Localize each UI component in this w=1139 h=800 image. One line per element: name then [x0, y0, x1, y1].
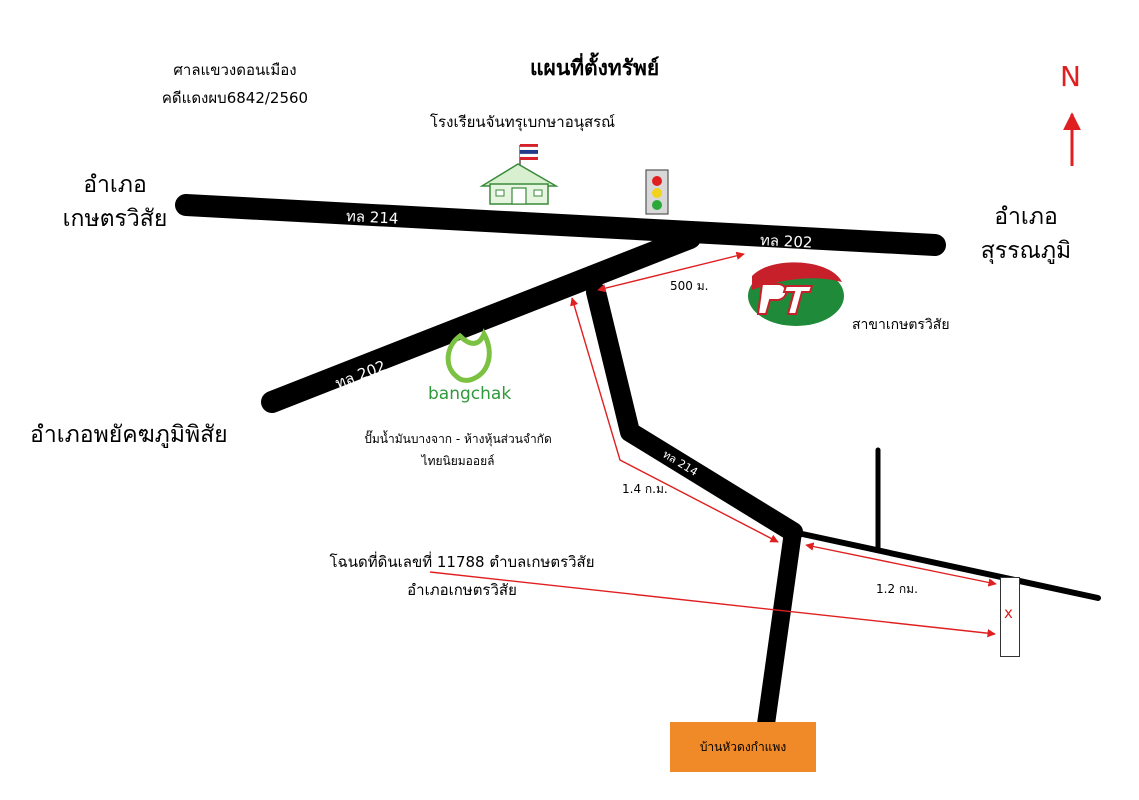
district-right-line1: อำเภอ	[994, 204, 1058, 230]
gas-station-label: ปั๊มน้ำมันบางจาก - ห้างหุ้นส่วนจำกัด ไทย…	[338, 428, 578, 472]
site-x-mark: x	[1004, 604, 1013, 622]
court-info: ศาลแขวงดอนเมือง คดีแดงผบ6842/2560	[140, 56, 330, 112]
traffic-light-icon	[645, 169, 669, 215]
title-deed-line1: โฉนดที่ดินเลขที่ 11788 ตำบลเกษตรวิสัย	[329, 553, 595, 571]
road-east-site	[790, 529, 1101, 601]
distance-1400-label: 1.4 ก.ม.	[622, 482, 668, 496]
district-left: อำเภอ เกษตรวิสัย	[40, 168, 190, 236]
branch-label: สาขาเกษตรวิสัย	[852, 317, 950, 333]
court-name: ศาลแขวงดอนเมือง	[173, 61, 297, 79]
district-south: อำเภอพยัคฆภูมิพิสัย	[30, 422, 228, 448]
district-right-line2: สุรรณภูมิ	[980, 238, 1072, 264]
distance-arrow-500	[597, 251, 745, 293]
road-label-214-top: ทล 214	[345, 207, 399, 228]
distance-500-label: 500 ม.	[670, 279, 709, 293]
court-case-number: คดีแดงผบ6842/2560	[161, 89, 309, 107]
map-title: แผนที่ตั้งทรัพย์	[530, 56, 660, 80]
flag-icon	[519, 144, 539, 160]
distance-arrow-1400	[570, 297, 779, 543]
gas-station-line1: ปั๊มน้ำมันบางจาก - ห้างหุ้นส่วนจำกัด	[364, 432, 552, 446]
bangchak-logo-icon	[445, 328, 492, 383]
village-box: บ้านหัวดงกำแพง	[670, 722, 816, 772]
district-left-line1: อำเภอ	[83, 172, 147, 198]
road-214-top	[175, 194, 946, 256]
district-left-line2: เกษตรวิสัย	[62, 206, 168, 232]
bangchak-brand: bangchak	[428, 384, 512, 404]
distance-arrow-1200	[805, 542, 997, 587]
gas-station-line2: ไทยนิยมออยล์	[421, 454, 495, 468]
road-south-village	[757, 523, 802, 733]
road-label-202-right: ทล 202	[759, 231, 813, 252]
property-site-marker: x	[1000, 577, 1020, 657]
district-right: อำเภอ สุรรณภูมิ	[966, 200, 1086, 268]
school-label: โรงเรียนจันทรุเบกษาอนุสรณ์	[430, 113, 616, 131]
north-label: N	[1060, 60, 1081, 93]
deed-pointer-arrow	[429, 571, 996, 638]
title-deed-line2: อำเภอเกษตรวิสัย	[407, 581, 517, 599]
village-label: บ้านหัวดงกำแพง	[699, 739, 787, 754]
title-deed-label: โฉนดที่ดินเลขที่ 11788 ตำบลเกษตรวิสัย อำ…	[312, 548, 612, 604]
distance-1200-label: 1.2 กม.	[876, 582, 918, 596]
school-icon	[479, 144, 559, 205]
pt-logo-icon	[748, 262, 844, 326]
